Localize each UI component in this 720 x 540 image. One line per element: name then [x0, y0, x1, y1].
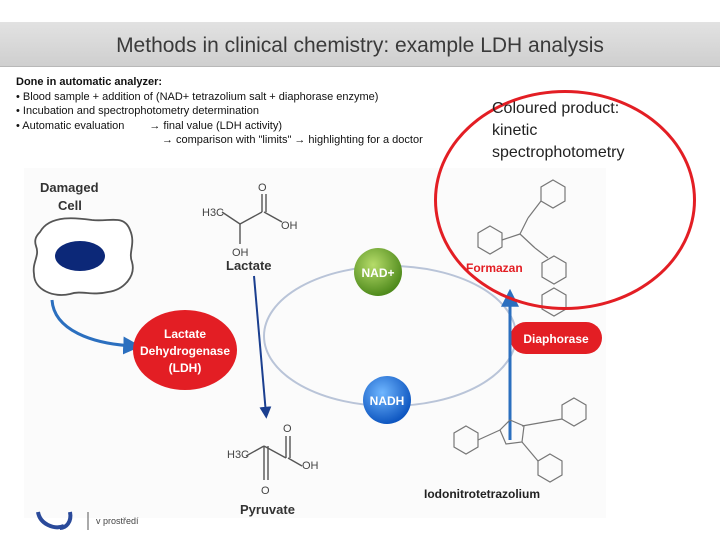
damaged-cell-label-1: Damaged [40, 180, 99, 195]
arrow-right-icon: → [162, 134, 173, 146]
nadh-sphere [363, 376, 411, 424]
notes-bullet-1: • Blood sample + addition of (NAD+ tetra… [16, 90, 379, 103]
footer-logo-icon [36, 511, 89, 530]
pyruvate-o-bottom: O [261, 485, 270, 497]
footer-text: v prostředí [96, 516, 139, 526]
cell-to-ldh-arrow [50, 299, 142, 355]
pyruvate-h3c: H3C [227, 449, 249, 461]
annotation-line-3: spectrophotometry [492, 144, 625, 161]
highlight-circle [434, 90, 696, 310]
nad-plus-sphere [354, 248, 402, 296]
lactate-h3c: H3C [202, 207, 224, 219]
ldh-label-3: (LDH) [169, 361, 202, 375]
damaged-cell-label-2: Cell [58, 198, 82, 213]
annotation-line-2: kinetic [492, 122, 538, 139]
nad-plus-label: NAD+ [361, 266, 394, 280]
notes-bullet-3-start: • Automatic evaluation [16, 119, 125, 132]
diaphorase-label: Diaphorase [523, 332, 589, 346]
pyruvate-oh: OH [302, 460, 319, 472]
lactate-to-pyruvate-arrow [253, 275, 272, 419]
iodonitrotetrazolium-structure [453, 397, 587, 483]
lactate-oh-bottom: OH [232, 247, 249, 259]
notes-line-5-b: highlighting for a doctor [308, 134, 423, 146]
diaphorase-pill [510, 322, 602, 354]
pyruvate-label: Pyruvate [240, 502, 295, 517]
ldh-label-2: Dehydrogenase [140, 344, 230, 358]
notes-block: Done in automatic analyzer: • Blood samp… [16, 75, 456, 148]
page-title: Methods in clinical chemistry: example L… [116, 34, 604, 57]
iodonitrotetrazolium-label: Iodonitrotetrazolium [424, 487, 540, 501]
arrow-right-icon: → [149, 119, 161, 132]
notes-line-5: →comparison with "limits"→highlighting f… [16, 133, 456, 148]
pyruvate-structure [245, 436, 303, 480]
pyruvate-o-top: O [283, 423, 292, 435]
arrow-right-icon: → [294, 134, 306, 146]
notes-heading: Done in automatic analyzer: [16, 76, 163, 88]
nadh-label: NADH [370, 394, 405, 408]
lactate-o: O [258, 182, 267, 194]
lactate-structure [221, 194, 283, 244]
annotation-line-1: Coloured product: [492, 100, 620, 117]
lactate-oh: OH [281, 220, 298, 232]
ldh-enzyme-oval [133, 310, 237, 390]
notes-bullet-3-end: final value (LDH activity) [163, 119, 283, 132]
lactate-label: Lactate [226, 258, 272, 273]
title-bar [0, 22, 720, 67]
cell-nucleus [55, 241, 105, 271]
notes-bullet-3: • Automatic evaluation →final value (LDH … [16, 119, 456, 134]
notes-line-5-a: comparison with "limits" [176, 134, 292, 146]
annotation-coloured-product: Coloured product: kinetic spectrophotome… [492, 98, 692, 164]
ldh-label-1: Lactate [164, 327, 206, 341]
notes-bullet-2: • Incubation and spectrophotometry deter… [16, 105, 259, 117]
